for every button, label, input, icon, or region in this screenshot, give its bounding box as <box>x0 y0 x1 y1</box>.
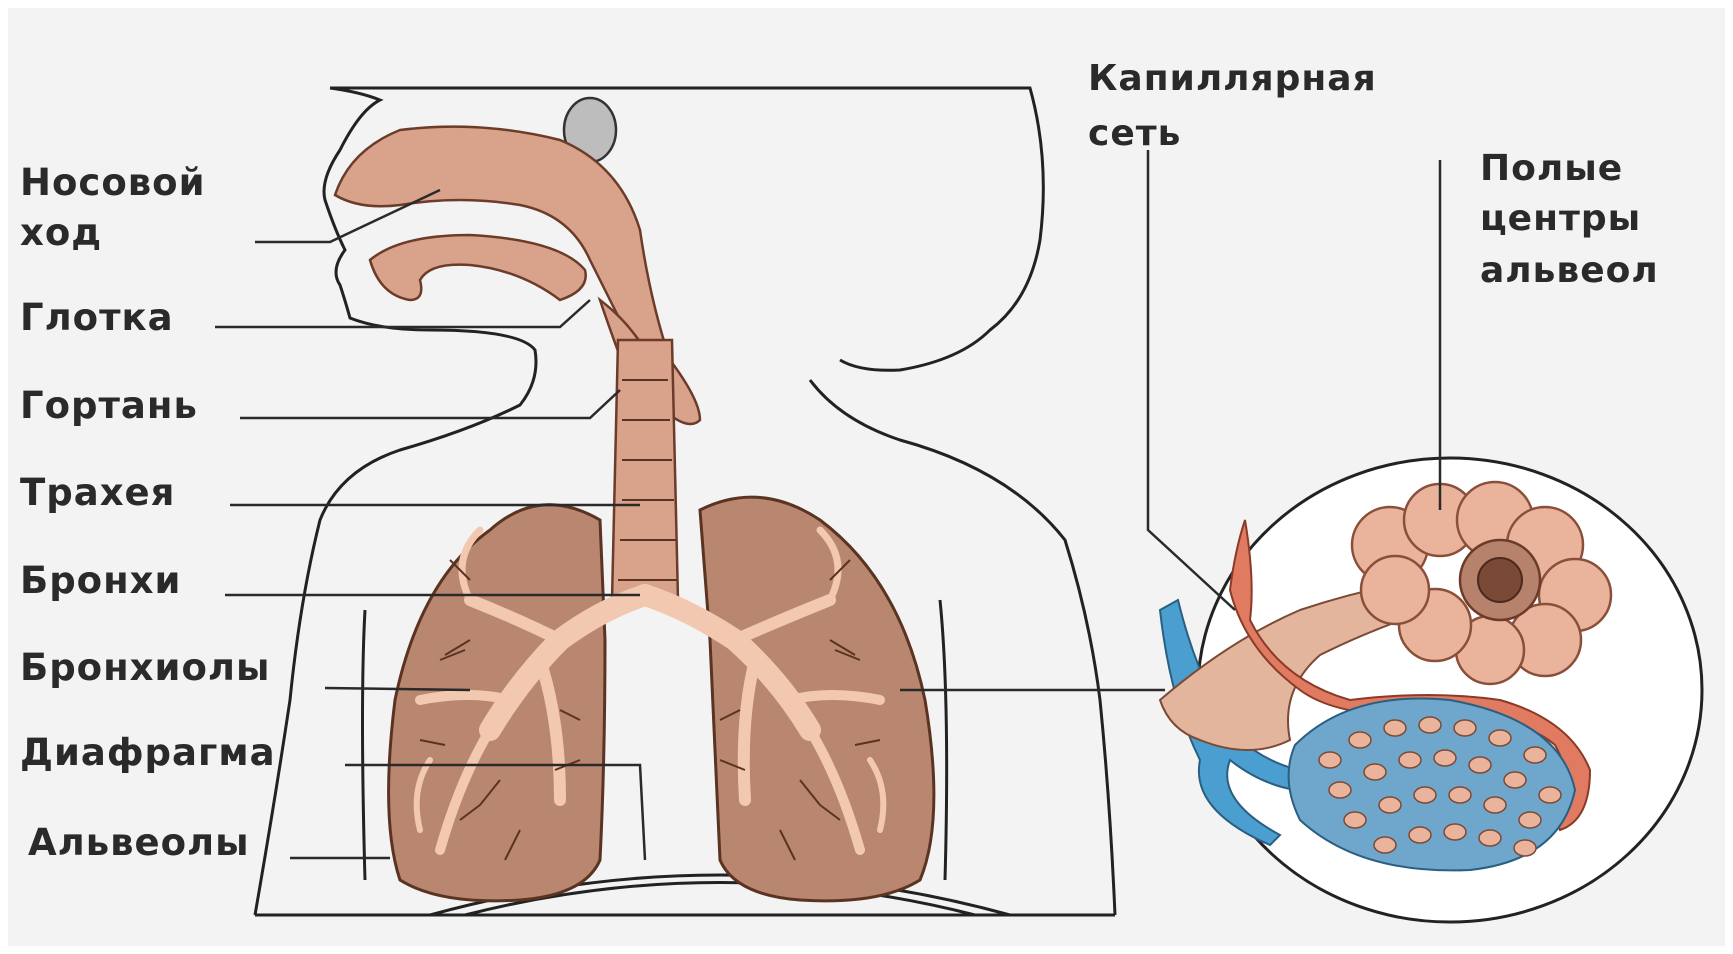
label-larynx: Гортань <box>20 384 198 427</box>
label-hollow-centers-line1: Полые <box>1480 148 1623 189</box>
label-capillary-net-line2: сеть <box>1088 113 1181 154</box>
trachea-tube <box>612 340 678 600</box>
label-trachea: Трахея <box>20 471 175 514</box>
label-diaphragm: Диафрагма <box>20 731 276 774</box>
label-bronchi: Бронхи <box>20 559 181 602</box>
label-nasal-passage-line2: ход <box>20 211 102 254</box>
label-bronchioles: Бронхиолы <box>20 646 270 689</box>
label-pharynx: Глотка <box>20 296 174 339</box>
label-hollow-centers-line3: альвеол <box>1480 250 1659 291</box>
label-hollow-centers-line2: центры <box>1480 198 1641 239</box>
label-alveoli: Альвеолы <box>28 821 250 864</box>
label-nasal-passage-line1: Носовой <box>20 161 206 204</box>
label-capillary-net-line1: Капиллярная <box>1088 58 1377 99</box>
